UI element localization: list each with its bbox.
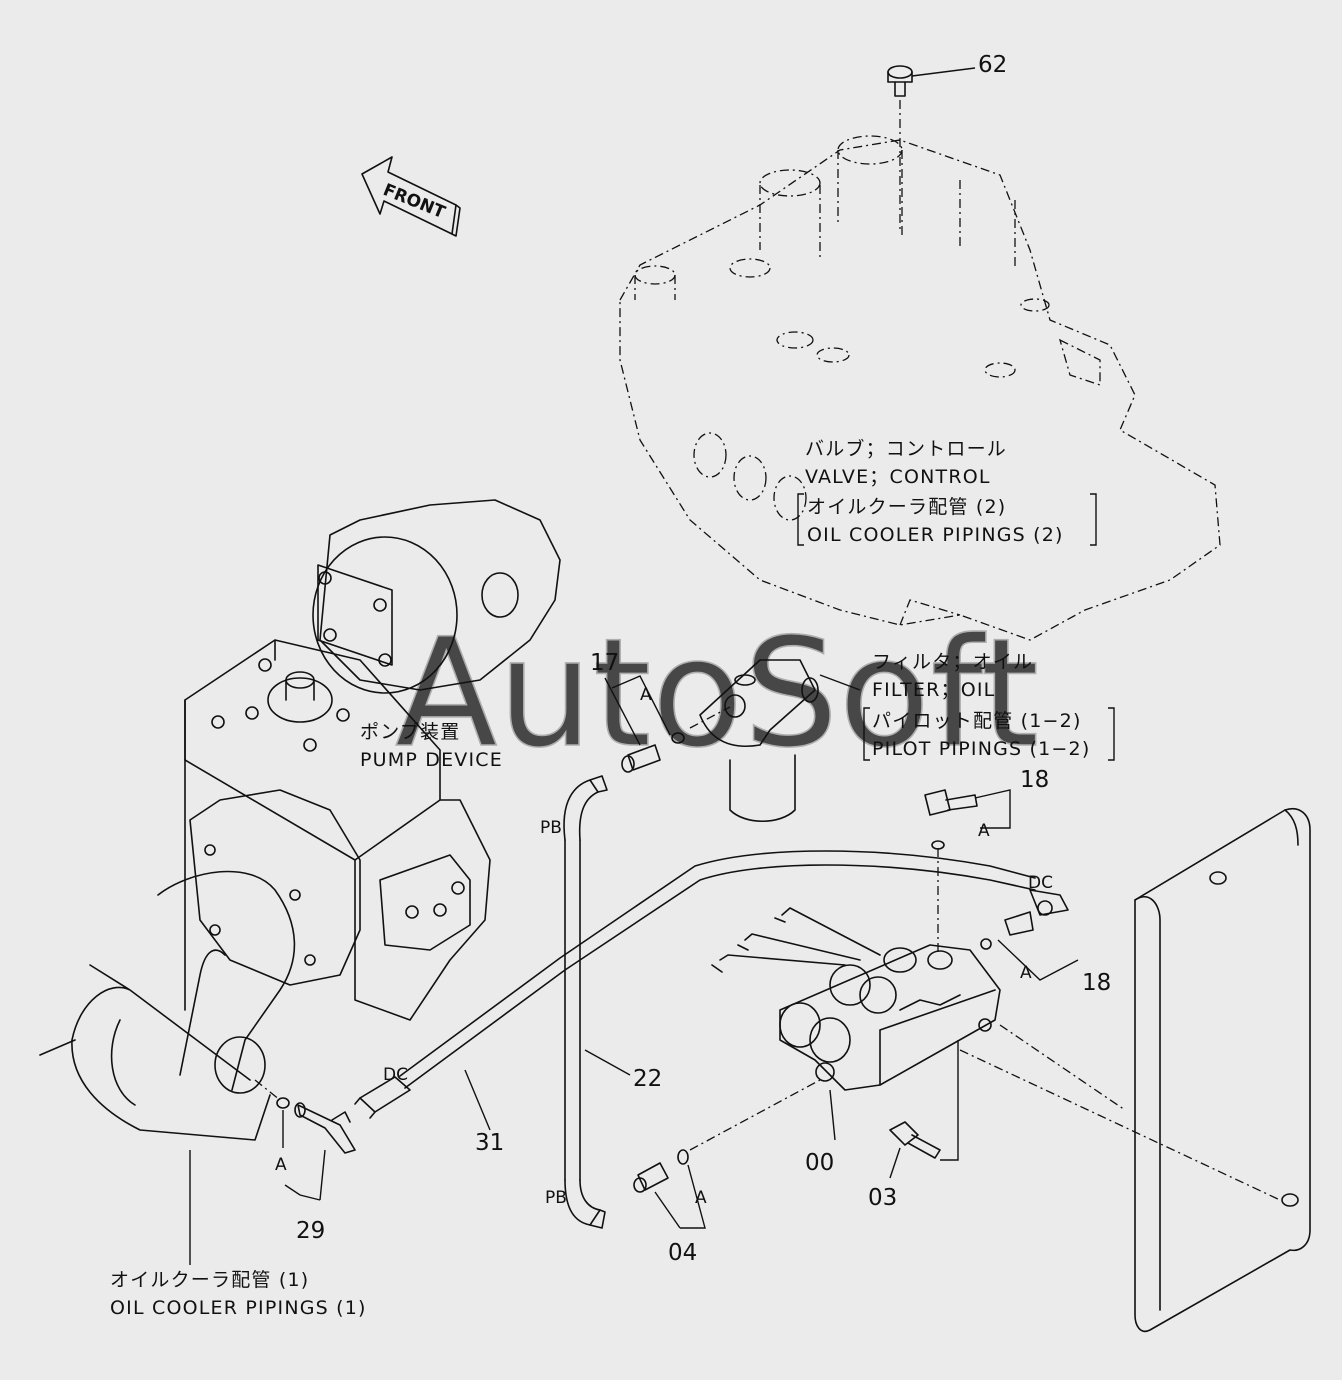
fitting-04-axis (689, 1079, 821, 1151)
control-valve-outline (619, 135, 1221, 641)
bolt-03-icon (889, 1121, 941, 1159)
pilot-valve-block (711, 907, 1001, 1091)
oil-cooler-2-bracket (797, 493, 1097, 546)
fitting-04-icon (633, 1149, 689, 1193)
fitting-17-axis (689, 706, 731, 729)
fitting-29-icon (276, 1097, 356, 1154)
front-arrow-icon: FRONT (361, 156, 461, 237)
leader-29 (282, 1110, 326, 1201)
front-label: FRONT (380, 180, 448, 223)
leader-00 (829, 1089, 836, 1141)
port-dc-hose-left: DC (383, 1065, 408, 1085)
bracket-mounting-axis (959, 1024, 1281, 1201)
mounting-bracket-plate (1134, 808, 1311, 1333)
pump-device-ja-label: ポンプ装置 (360, 721, 460, 743)
port-a-29: A (275, 1155, 287, 1175)
oil-filter-drawing (699, 659, 819, 822)
oil-cooler-1-ja-label: オイルクーラ配管 (1) (110, 1269, 309, 1291)
callout-62-number: 62 (978, 52, 1007, 78)
filter-oil-ja-label: フィルタ；オイル (872, 651, 1033, 673)
port-pb-bottom: PB (545, 1188, 567, 1208)
callout-29-number: 29 (296, 1218, 325, 1244)
callout-06-number: 18 (1082, 970, 1111, 996)
leader-filter (819, 674, 861, 691)
pipe-22 (563, 775, 608, 1229)
bolt-62-icon (887, 65, 913, 230)
oil-cooler-elbow-pipe (39, 870, 296, 1141)
port-a-17: A (640, 685, 652, 705)
port-pb-top: PB (540, 818, 562, 838)
autosoft-watermark: AutoSoft (395, 607, 1039, 781)
leader-17 (604, 675, 671, 746)
pilot-pipings-ja-label: パイロット配管 (1−2) (872, 710, 1082, 732)
oil-cooler-2-en-label: OIL COOLER PIPINGS (2) (807, 524, 1064, 546)
oil-cooler-2-ja-label: オイルクーラ配管 (2) (807, 496, 1006, 518)
callout-17-number: 17 (590, 650, 619, 676)
hose-31 (354, 850, 1036, 1119)
port-a-04: A (695, 1188, 707, 1208)
valve-control-en-label: VALVE；CONTROL (805, 466, 991, 488)
port-dc-hose-right: DC (1028, 873, 1053, 893)
leader-18 (974, 789, 1011, 829)
leader-04 (654, 1164, 706, 1229)
port-a-06: A (1020, 963, 1032, 983)
fitting-29-axis (254, 1079, 281, 1101)
leader-06 (997, 939, 1079, 981)
callout-04-number: 04 (668, 1240, 697, 1266)
leader-03 (889, 1040, 959, 1179)
leader-22 (584, 1049, 631, 1076)
pump-device-drawing (184, 499, 561, 1021)
fitting-17-icon (621, 732, 685, 773)
callout-00-number: 00 (805, 1150, 834, 1176)
valve-control-ja-label: バルブ；コントロール (805, 437, 1007, 460)
bolt-18-icon (924, 789, 978, 850)
dc-fitting-right-icon (980, 889, 1069, 950)
port-a-18: A (978, 821, 990, 841)
callout-22-number: 22 (633, 1066, 662, 1092)
leader-62 (911, 67, 976, 77)
leader-31 (464, 1069, 491, 1131)
pilot-pipings-bracket (863, 707, 1115, 761)
pilot-pipings-en-label: PILOT PIPINGS (1−2) (872, 738, 1090, 760)
oil-cooler-1-en-label: OIL COOLER PIPINGS (1) (110, 1297, 367, 1319)
callout-31-number: 31 (475, 1130, 504, 1156)
pump-device-en-label: PUMP DEVICE (360, 749, 503, 771)
callout-03-number: 03 (868, 1185, 897, 1211)
callout-18-label: 18 (1020, 767, 1049, 793)
filter-oil-en-label: FILTER；OIL (872, 679, 995, 701)
